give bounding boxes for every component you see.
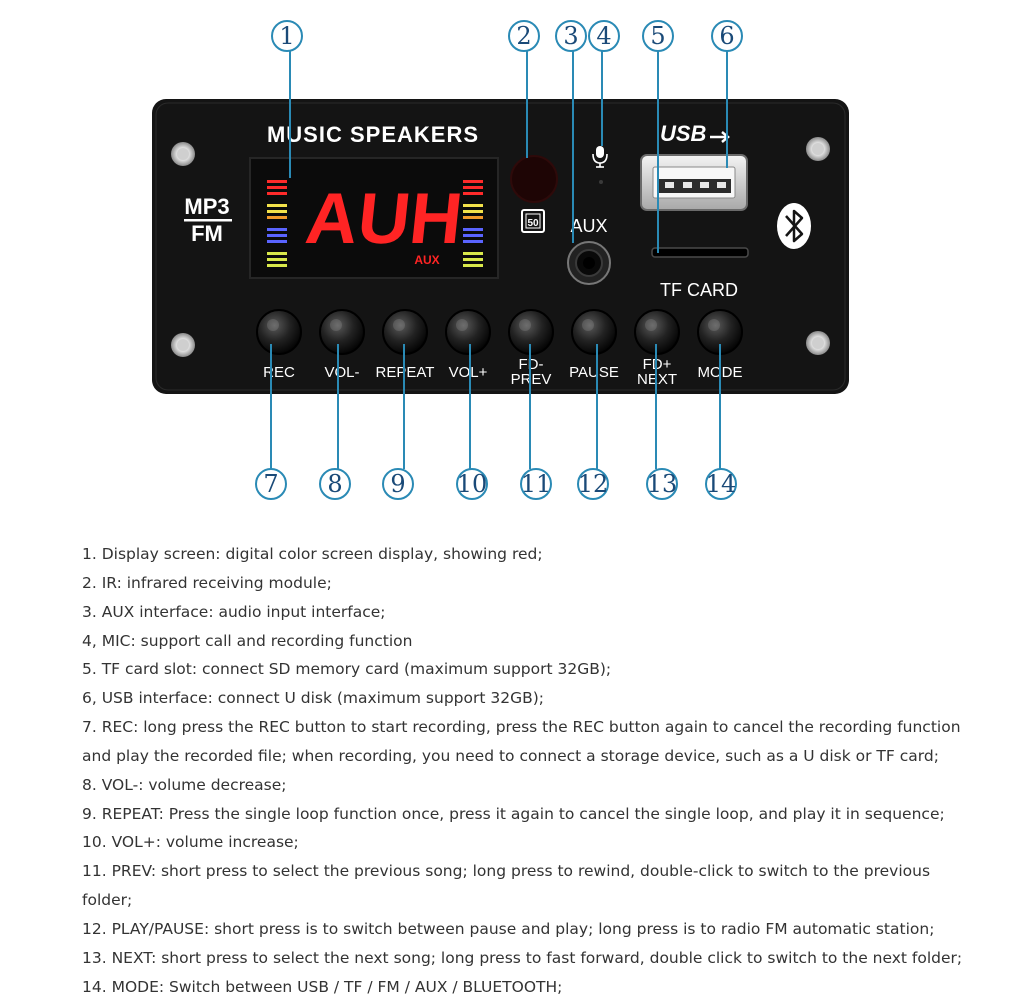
callout-1: 1 [271,20,303,178]
button-label: VOL- [324,364,359,381]
callout-number: 7 [263,470,278,498]
display-mode-tag: AUX [414,253,439,267]
description-line: 2. IR: infrared receiving module; [82,573,332,592]
description-line: 1. Display screen: digital color screen … [82,545,543,563]
description-line: 9. REPEAT: Press the single loop functio… [82,804,945,823]
description-line: 5. TF card slot: connect SD memory card … [82,660,612,679]
callout-number: 6 [719,22,734,50]
usb-logo: USB [660,121,730,146]
callout-number: 1 [279,22,294,50]
description-line: 7. REC: long press the REC button to sta… [82,718,961,737]
callout-number: 3 [563,22,578,50]
button-1[interactable]: REC [256,309,302,381]
callout-number: 4 [596,22,611,50]
ir-icon: 50 [521,209,545,233]
callout-number: 14 [706,470,737,498]
callout-7: 7 [255,344,287,500]
callout-11: 11 [520,344,552,500]
mount-hole [171,142,195,166]
callout-number: 13 [647,470,678,498]
button-6[interactable]: PAUSE [569,309,619,381]
button-8[interactable]: MODE [697,309,743,381]
callout-4: 4 [588,20,620,146]
callout-6: 6 [711,20,743,168]
level-meter-right [463,180,483,267]
callout-9: 9 [382,344,414,500]
svg-text:50: 50 [527,218,539,229]
button-label: PAUSE [569,364,619,381]
callout-2: 2 [508,20,540,158]
level-meter-left [267,180,287,267]
ir-receiver [510,155,558,203]
description-line: 8. VOL-: volume decrease; [82,775,287,794]
description-line: 11. PREV: short press to select the prev… [82,862,931,910]
mount-hole [806,137,830,161]
description-line: 13. NEXT: short press to select the next… [82,948,963,967]
tf-card-slot[interactable] [651,247,749,258]
button-2[interactable]: VOL- [319,309,365,381]
mp3-label: MP3 [184,194,229,219]
svg-text:USB: USB [660,121,707,146]
display-readout: AUH [302,179,466,259]
callout-number: 5 [650,22,665,50]
mount-hole [806,331,830,355]
callout-3: 3 [555,20,587,243]
description-line: 12. PLAY/PAUSE: short press is to switch… [82,919,935,938]
callout-number: 9 [390,470,405,498]
button-label: VOL+ [449,364,488,381]
usb-port[interactable] [640,154,748,211]
aux-label: AUX [570,216,607,236]
callout-8: 8 [319,344,351,500]
panel-title: MUSIC SPEAKERS [267,122,479,147]
tf-card-label: TF CARD [660,280,738,300]
callout-number: 8 [327,470,342,498]
description-line: and play the recorded file; when recordi… [82,746,939,765]
microphone-icon [592,146,608,168]
description-line: 10. VOL+: volume increase; [82,833,299,852]
button-label: REC [263,364,295,381]
led-display: AUH AUX [249,157,499,279]
callout-13: 13 [646,344,678,500]
callout-number: 11 [521,470,552,498]
button-label: FD+ [643,356,672,373]
description-line: 3. AUX interface: audio input interface; [82,602,386,621]
description-list: 1. Display screen: digital color screen … [82,540,982,1002]
aux-jack[interactable] [567,241,611,285]
callout-14: 14 [705,344,737,500]
callout-12: 12 [577,344,609,500]
fm-label: FM [191,221,223,246]
description-line: 14. MODE: Switch between USB / TF / FM /… [82,977,563,996]
description-line: 4, MIC: support call and recording funct… [82,631,413,650]
callout-number: 12 [578,470,609,498]
callout-number: 10 [457,470,488,498]
callout-number: 2 [516,22,531,50]
button-4[interactable]: VOL+ [445,309,491,381]
bluetooth-icon [777,203,811,249]
mount-hole [171,333,195,357]
callout-5: 5 [642,20,674,253]
callout-10: 10 [456,344,488,500]
microphone-hole [599,180,603,184]
description-line: 6, USB interface: connect U disk (maximu… [82,689,544,708]
